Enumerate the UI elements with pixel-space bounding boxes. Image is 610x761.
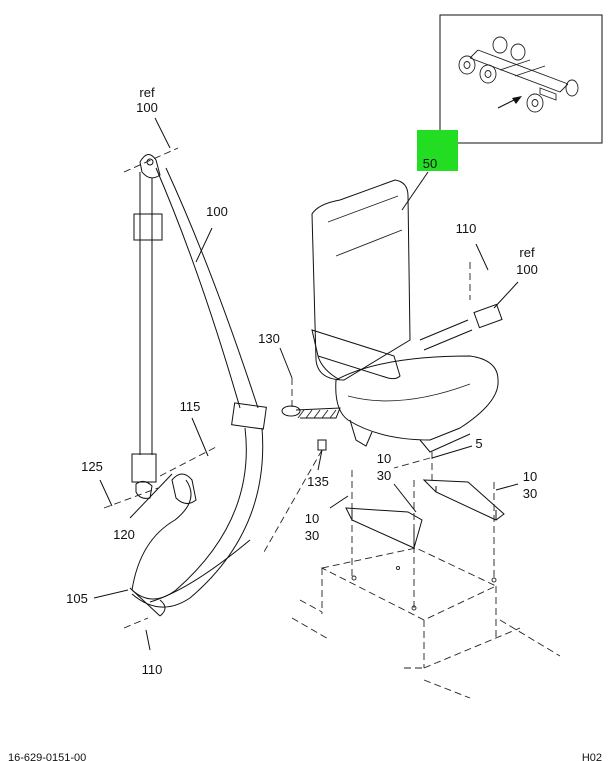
callout-ref-label: ref <box>139 85 155 100</box>
callout-5: 5 <box>475 436 482 451</box>
callout-number: 10 <box>305 511 319 526</box>
callout-10-30-mid: 10 30 <box>377 451 391 483</box>
mounting-brackets <box>345 479 505 549</box>
callout-10-30-right: 10 30 <box>523 469 537 501</box>
callout-110-bottom: 110 <box>142 662 163 677</box>
callout-number: 30 <box>377 468 391 483</box>
vehicle-locator-inset <box>439 14 603 144</box>
callout-10-30-left: 10 30 <box>305 511 319 543</box>
callout-ref-100-top: ref 100 <box>136 85 158 115</box>
callout-ref-100-right: ref 100 <box>516 245 538 277</box>
part-number-footer: 16-629-0151-00 <box>8 752 86 761</box>
leader-lines <box>93 117 519 651</box>
callout-number: 100 <box>136 100 158 115</box>
seat-belt-assembly <box>129 154 267 617</box>
callout-100-belt: 100 <box>206 204 228 219</box>
callout-number: 100 <box>516 262 538 277</box>
callout-ref-label: ref <box>519 245 535 260</box>
callout-130: 130 <box>258 331 280 346</box>
callout-number: 10 <box>377 451 391 466</box>
callout-number: 10 <box>523 469 537 484</box>
callout-number: 30 <box>305 528 319 543</box>
callout-125: 125 <box>81 459 103 474</box>
callout-135: 135 <box>307 474 329 489</box>
callout-115: 115 <box>180 399 201 414</box>
callout-110-right: 110 <box>456 221 477 236</box>
sheet-code-footer: H02 <box>582 752 602 761</box>
callout-50-seat: 50 <box>423 156 437 171</box>
callout-number: 30 <box>523 486 537 501</box>
callout-120: 120 <box>113 527 135 542</box>
pedestal-base <box>291 452 561 699</box>
highlight-box <box>417 130 458 171</box>
callout-105: 105 <box>66 591 88 606</box>
seat <box>281 179 503 453</box>
